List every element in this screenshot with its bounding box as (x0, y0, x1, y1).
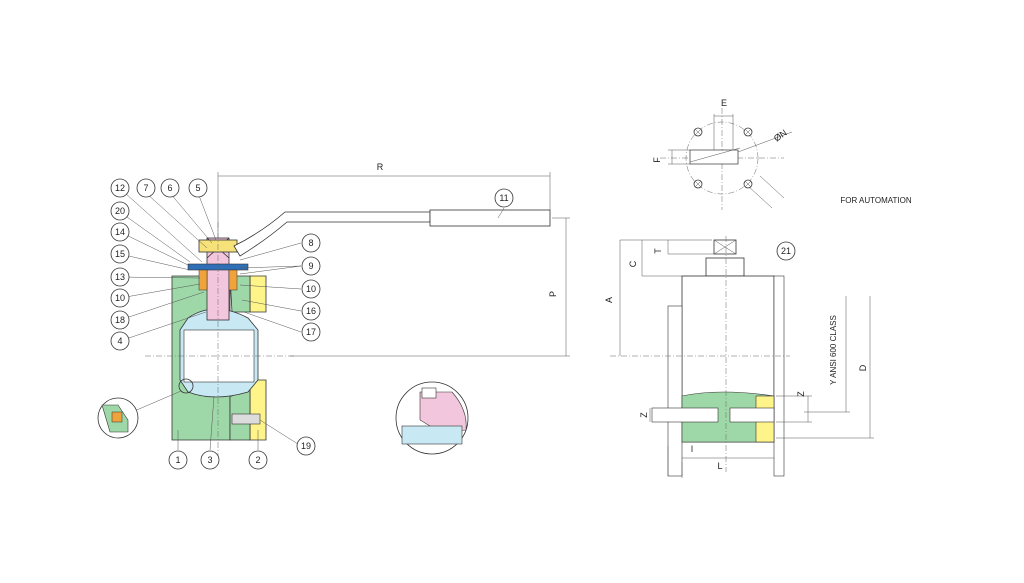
callout-8: 8 (308, 238, 313, 248)
callout-4: 4 (117, 336, 122, 346)
automation-note: FOR AUTOMATION (840, 196, 911, 205)
callout-13: 13 (115, 272, 125, 282)
dimension-P: P (548, 291, 558, 297)
dimension-N: ØN (772, 128, 789, 144)
callout-11: 11 (499, 193, 508, 203)
callout-12: 12 (115, 183, 125, 193)
callout-6: 6 (167, 183, 172, 193)
callout-21: 21 (781, 246, 791, 256)
callout-17: 17 (306, 327, 316, 337)
dimension-L: L (717, 461, 722, 471)
valve-side-view (610, 236, 874, 478)
dimension-C: C (628, 260, 638, 267)
callout-9: 9 (308, 261, 313, 271)
dimension-A: A (604, 297, 614, 303)
callout-2: 2 (255, 455, 260, 465)
callout-14: 14 (115, 227, 125, 237)
dimension-F: F (652, 157, 662, 163)
lever-grip (429, 209, 551, 227)
callout-7: 7 (143, 183, 148, 193)
callout-16: 16 (306, 306, 316, 316)
mounting-flange-top-view (660, 108, 793, 210)
callouts: 12 7 6 5 20 14 15 13 10 18 4 8 9 10 16 1… (110, 178, 796, 470)
dimension-E: E (721, 98, 727, 108)
dimension-Z-left: Z (639, 412, 649, 418)
dimension-D: D (858, 364, 868, 371)
dimension-T: T (653, 248, 663, 254)
valve-section-view (97, 172, 570, 460)
callout-20: 20 (115, 206, 125, 216)
callout-1: 1 (175, 455, 180, 465)
callout-3: 3 (207, 455, 212, 465)
dimension-R: R (377, 162, 384, 172)
stem-packing (198, 269, 208, 291)
lever-handle (233, 211, 431, 257)
callout-5: 5 (195, 183, 200, 193)
callout-10-right: 10 (306, 284, 316, 294)
dimension-Z-right: Z (796, 391, 806, 397)
callout-19: 19 (301, 441, 311, 451)
callout-18: 18 (115, 315, 125, 325)
class-note: Y ANSI 600 CLASS (829, 315, 838, 385)
callout-15: 15 (115, 249, 125, 259)
bolt (231, 413, 261, 425)
callout-10-left: 10 (115, 293, 125, 303)
dimension-l: l (691, 444, 693, 454)
